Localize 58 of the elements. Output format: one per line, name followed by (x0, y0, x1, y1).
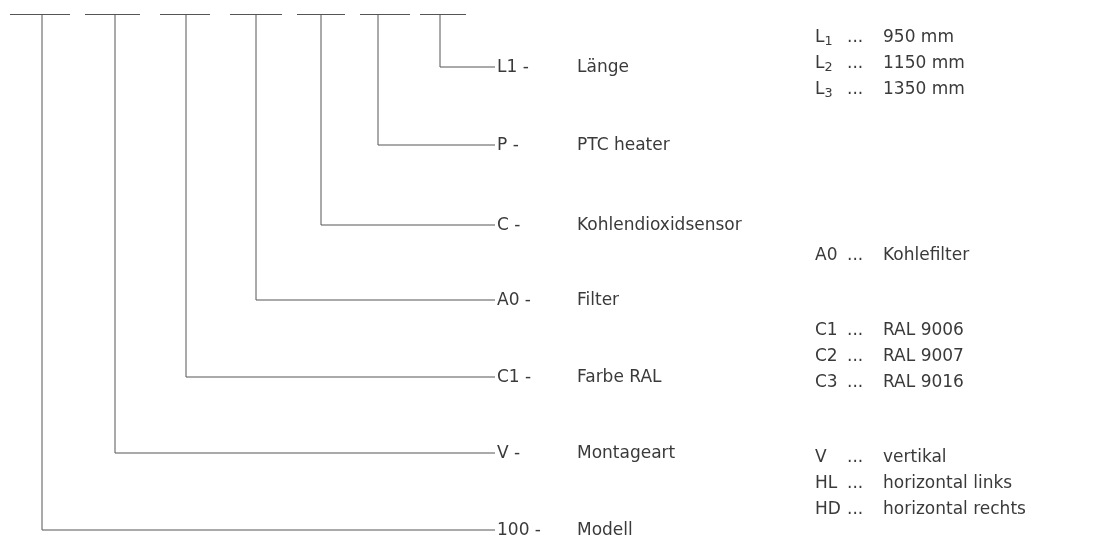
leader-line (255, 13, 496, 301)
code-description: Farbe RAL (577, 365, 662, 389)
leader-line (41, 13, 496, 531)
ellipsis: ... (847, 344, 865, 368)
option-value: horizontal rechts (883, 497, 1026, 521)
code-description: Montageart (577, 441, 676, 465)
ellipsis: ... (847, 243, 865, 267)
code-slot-line (420, 14, 466, 15)
option-value: vertikal (883, 445, 947, 469)
ellipsis: ... (847, 51, 865, 75)
code-slot-line (360, 14, 410, 15)
option-code: L$_{2}$ (815, 51, 834, 76)
code-slot-line (297, 14, 345, 15)
leader-line (320, 13, 496, 226)
code-description: PTC heater (577, 133, 670, 157)
leader-line (114, 13, 496, 454)
code-slot-line (85, 14, 140, 15)
ellipsis: ... (847, 77, 865, 101)
option-code: V (815, 445, 828, 469)
leader-line (185, 13, 496, 378)
option-code: A0 (815, 243, 839, 267)
option-value: 950 mm (883, 25, 954, 49)
code-label: A0 - (497, 288, 532, 312)
code-label: P - (497, 133, 520, 157)
option-value: Kohlefilter (883, 243, 970, 267)
ellipsis: ... (847, 445, 865, 469)
ellipsis: ... (847, 25, 865, 49)
code-slot-line (10, 14, 70, 15)
code-slot-line (230, 14, 282, 15)
code-label: C - (497, 213, 522, 237)
ellipsis: ... (847, 318, 865, 342)
code-description: Filter (577, 288, 620, 312)
code-description: Modell (577, 518, 633, 542)
option-value: horizontal links (883, 471, 1013, 495)
option-value: RAL 9006 (883, 318, 964, 342)
leader-line (377, 13, 496, 146)
leader-line (439, 13, 496, 68)
option-code: C3 (815, 370, 839, 394)
code-description: Kohlendioxidsensor (577, 213, 742, 237)
option-code: L$_{3}$ (815, 77, 834, 102)
code-label: C1 - (497, 365, 533, 389)
option-value: RAL 9016 (883, 370, 964, 394)
code-slot-line (160, 14, 210, 15)
option-code: HL (815, 471, 839, 495)
code-description: Länge (577, 55, 629, 79)
option-value: 1150 mm (883, 51, 965, 75)
code-label: L1 - (497, 55, 530, 79)
option-value: RAL 9007 (883, 344, 964, 368)
option-code: C1 (815, 318, 839, 342)
option-code: C2 (815, 344, 839, 368)
ellipsis: ... (847, 370, 865, 394)
option-code: L$_{1}$ (815, 25, 834, 50)
option-code: HD (815, 497, 842, 521)
option-value: 1350 mm (883, 77, 965, 101)
code-label: V - (497, 441, 522, 465)
code-label: 100 - (497, 518, 542, 542)
ellipsis: ... (847, 471, 865, 495)
ellipsis: ... (847, 497, 865, 521)
